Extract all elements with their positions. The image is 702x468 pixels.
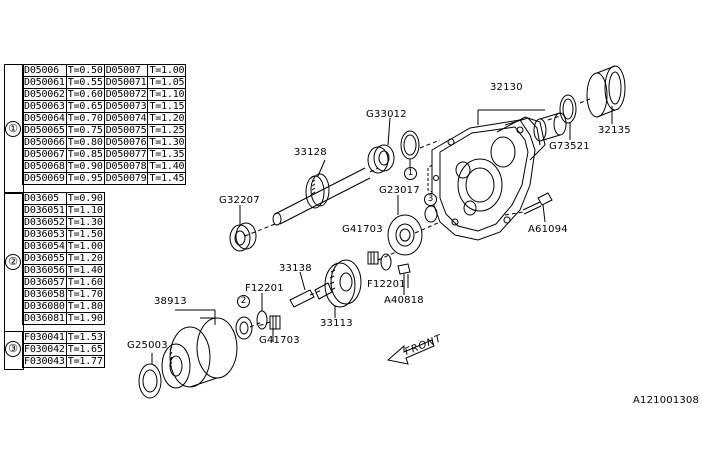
- sleeve-drawing: [533, 112, 567, 142]
- figure-id: A121001308: [633, 395, 700, 406]
- label-g32207: G32207: [219, 195, 260, 206]
- retainer-g23017-drawing: [387, 195, 423, 256]
- label-g41703-upper: G41703: [342, 224, 383, 235]
- snap-ring-f12201a-drawing: [380, 253, 392, 271]
- bearing-g33012-drawing: [367, 117, 395, 174]
- label-g41703-lower: G41703: [259, 335, 300, 346]
- snap-ring-3-drawing: [424, 205, 438, 223]
- gear-33113-drawing: [314, 259, 362, 318]
- label-g33012: G33012: [366, 109, 407, 120]
- drive-shaft-33128-drawing: [272, 159, 371, 226]
- snap-ring-f12201b-drawing: [256, 293, 268, 330]
- bearing-g32207-drawing: [229, 205, 257, 252]
- label-g23017: G23017: [379, 185, 420, 196]
- group-2-number: ②: [5, 254, 21, 270]
- label-f12201-lower: F12201: [245, 283, 284, 294]
- callout-1: 1: [404, 167, 417, 180]
- thickness-cell: T=1.45: [147, 172, 187, 185]
- label-32135: 32135: [598, 125, 631, 136]
- label-33113: 33113: [320, 318, 353, 329]
- label-33128: 33128: [294, 147, 327, 158]
- thickness-cell: T=0.90: [65, 160, 105, 173]
- callout-2: 2: [237, 295, 250, 308]
- label-33138: 33138: [279, 263, 312, 274]
- part-number-cell: D050069: [22, 172, 67, 185]
- label-32130: 32130: [490, 82, 523, 93]
- label-g73521: G73521: [549, 141, 590, 152]
- label-a61094: A61094: [528, 224, 568, 235]
- spacer-33138-drawing: [289, 271, 315, 308]
- label-38913: 38913: [154, 296, 187, 307]
- front-arrow-icon: [386, 339, 435, 365]
- oil-seal-g25003-drawing: [138, 353, 162, 399]
- label-a40818: A40818: [384, 295, 424, 306]
- extension-case-drawing: [427, 116, 546, 241]
- oil-seal-g73521-drawing: [559, 94, 577, 140]
- dust-cover-32135-drawing: [586, 65, 626, 124]
- callout-3: 3: [424, 193, 437, 206]
- needle-bearing-a-drawing: [367, 251, 379, 265]
- group-1-number: ①: [5, 121, 21, 137]
- o-ring-drawing: [400, 130, 420, 167]
- label-g25003: G25003: [127, 340, 168, 351]
- thickness-cell: T=0.95: [65, 172, 105, 185]
- thrust-washer-2-drawing: [235, 316, 253, 340]
- bolt-a61094-drawing: [522, 192, 553, 223]
- thickness-cell: T=1.90: [65, 312, 105, 325]
- label-f12201-upper: F12201: [367, 279, 406, 290]
- bolt-a40818-drawing: [397, 263, 411, 295]
- thickness-cell: T=1.77: [65, 355, 105, 368]
- group-3-number: ③: [5, 341, 21, 357]
- pinion-housing-38913-drawing: [161, 309, 238, 389]
- part-number-cell: D050079: [103, 172, 149, 185]
